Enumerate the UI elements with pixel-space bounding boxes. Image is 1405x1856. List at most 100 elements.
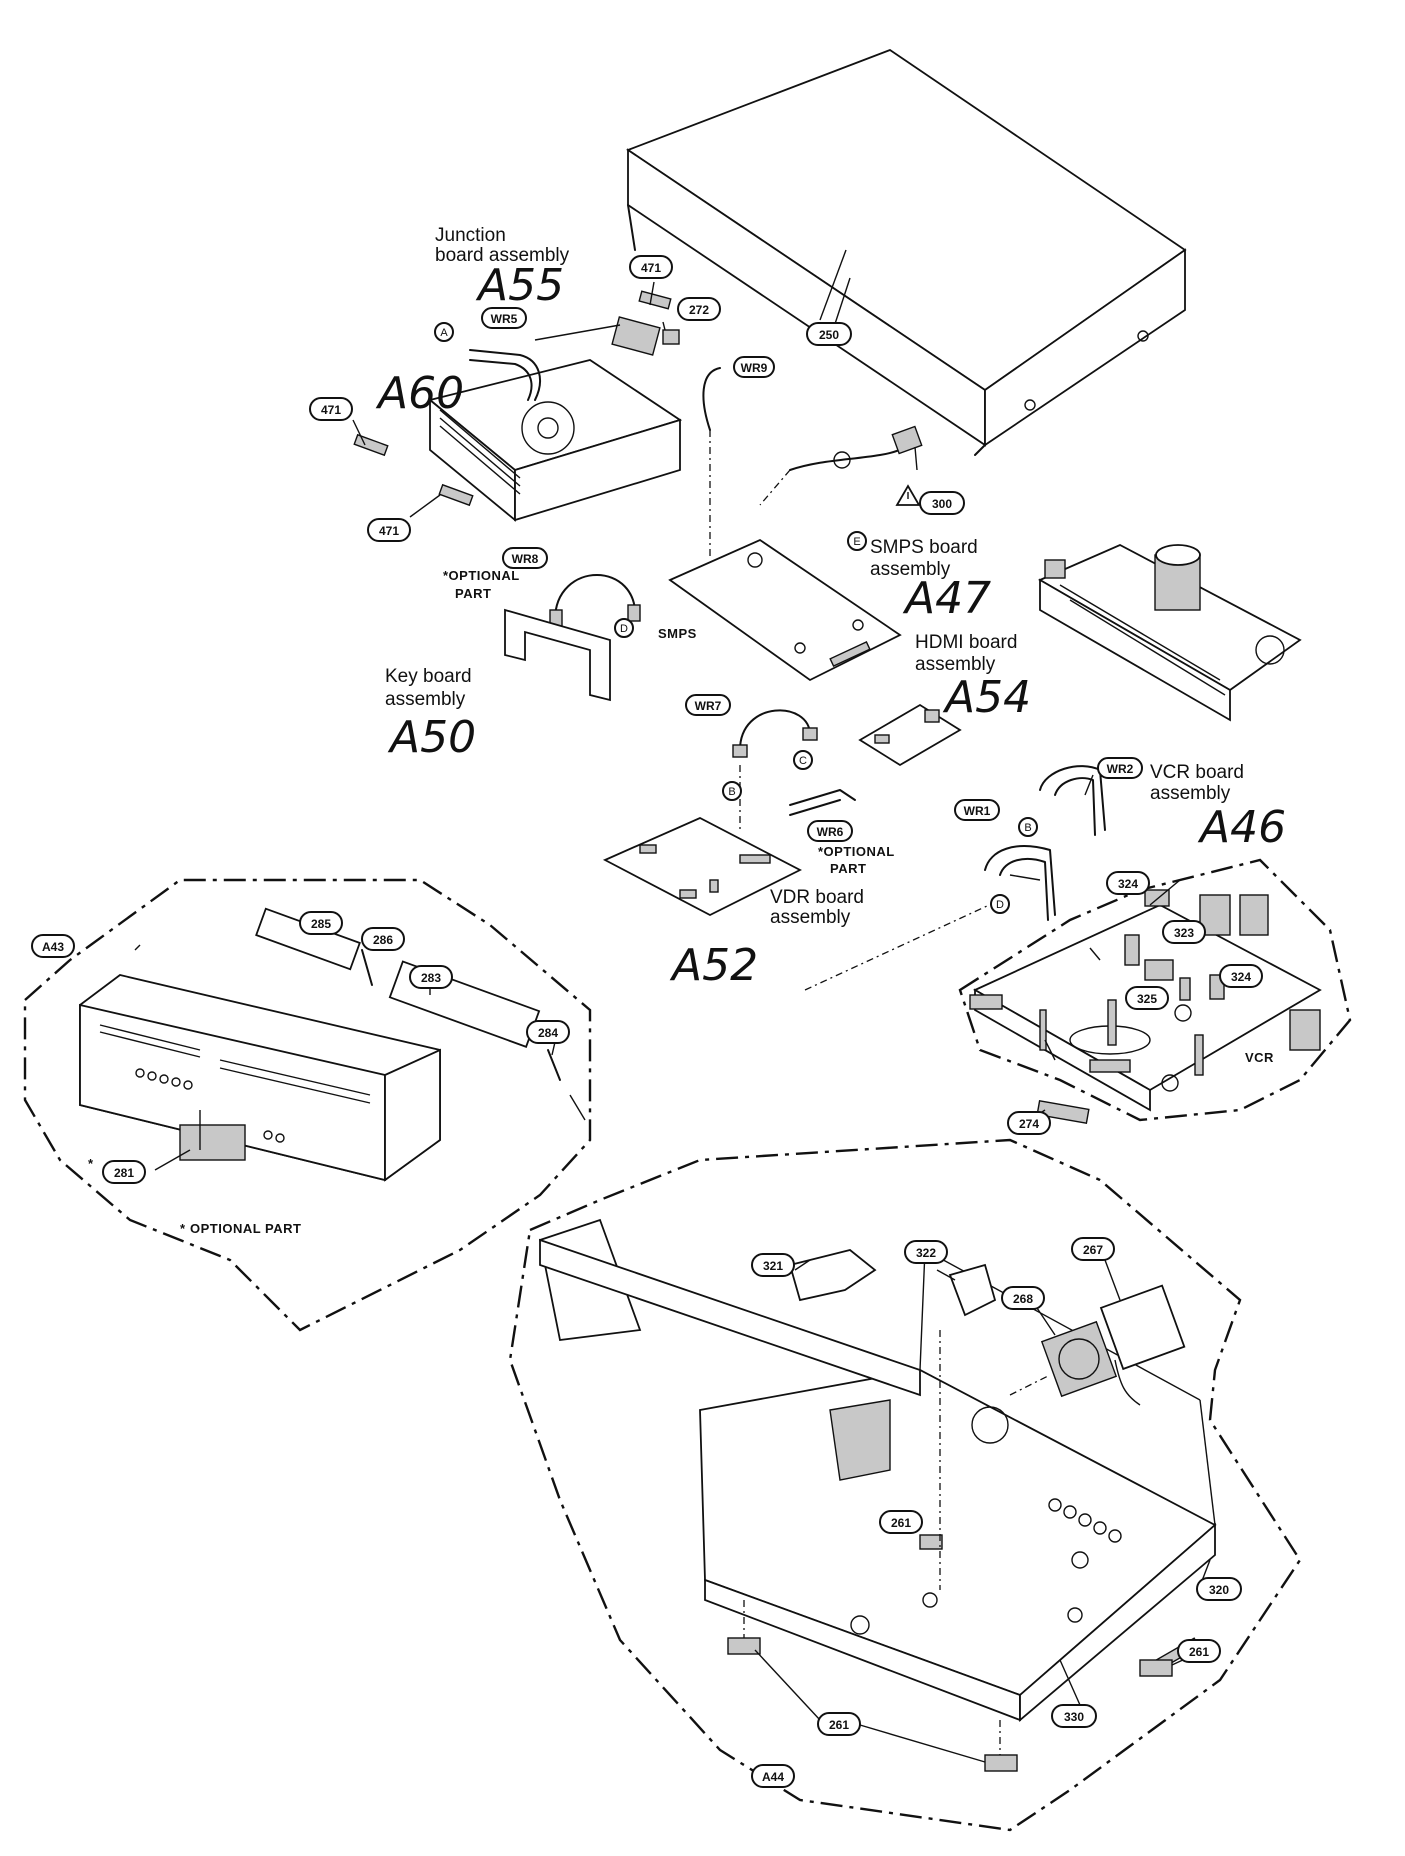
callout-300: 300 — [919, 491, 965, 515]
handwritten-a47: A47 — [902, 573, 991, 624]
optional-part-note-front: * OPTIONAL PART * — [88, 1156, 301, 1236]
svg-text:D: D — [996, 899, 1004, 911]
callout-wr5: WR5 — [481, 307, 527, 329]
svg-text:board assembly: board assembly — [435, 245, 570, 266]
front-panel-group-outline — [23, 878, 592, 1332]
part-321 — [788, 1249, 877, 1302]
svg-text:*OPTIONAL: *OPTIONAL — [818, 844, 895, 859]
cable-wr9 — [702, 367, 721, 431]
callout-320: 320 — [1196, 1577, 1242, 1601]
callout-324: 324 — [1219, 964, 1263, 988]
svg-text:assembly: assembly — [770, 907, 851, 928]
hdmi-board — [858, 703, 962, 767]
svg-text:WR9: WR9 — [741, 361, 768, 375]
svg-text:assembly: assembly — [870, 559, 951, 580]
callout-284: 284 — [526, 1020, 570, 1044]
fan-268 — [1040, 1320, 1118, 1398]
fan-cover-267 — [1099, 1284, 1186, 1371]
svg-text:285: 285 — [311, 917, 331, 931]
vcr-board-label: VCR board assembly — [1150, 762, 1244, 804]
svg-text:E: E — [853, 536, 860, 548]
svg-text:471: 471 — [641, 261, 661, 275]
svg-text:D: D — [620, 623, 628, 635]
chassis — [538, 1218, 1217, 1722]
svg-text:B: B — [728, 786, 735, 798]
svg-text:325: 325 — [1137, 992, 1157, 1006]
callout-325: 325 — [1125, 986, 1169, 1010]
svg-text:WR6: WR6 — [817, 825, 844, 839]
svg-text:274: 274 — [1019, 1117, 1039, 1131]
ribbon-cable-wr1 — [984, 845, 1056, 916]
svg-text:323: 323 — [1174, 926, 1194, 940]
callout-286: 286 — [361, 927, 405, 951]
svg-text:*: * — [180, 1221, 186, 1236]
callout-wr1: WR1 — [954, 799, 1000, 821]
svg-text:WR1: WR1 — [964, 804, 991, 818]
optional-part-note-wr6: *OPTIONAL PART — [818, 844, 895, 876]
svg-text:250: 250 — [819, 328, 839, 342]
dvd-drive-assembly — [353, 359, 683, 522]
callout-281: 281 — [102, 1160, 146, 1184]
handwritten-a46: A46 — [1197, 802, 1286, 853]
callout-274: 274 — [1007, 1111, 1051, 1135]
vcr-board-group-outline — [958, 858, 1352, 1122]
svg-text:A44: A44 — [762, 1770, 784, 1784]
svg-text:assembly: assembly — [385, 689, 466, 710]
ribbon-cable-wr6 — [789, 789, 856, 806]
callout-471: 471 — [367, 518, 411, 542]
vcr-deck-mechanism — [1038, 544, 1302, 722]
callout-330: 330 — [1051, 1704, 1097, 1728]
svg-text:330: 330 — [1064, 1710, 1084, 1724]
svg-text:320: 320 — [1209, 1583, 1229, 1597]
connector-marker-b: B — [1018, 817, 1038, 837]
vcr-silkscreen: VCR — [1245, 1050, 1274, 1065]
svg-text:WR5: WR5 — [491, 312, 518, 326]
svg-text:284: 284 — [538, 1026, 558, 1040]
junction-board — [611, 316, 661, 356]
connector-marker-c: C — [793, 750, 813, 770]
hdmi-board-label: HDMI board assembly — [915, 632, 1017, 675]
smps-silkscreen: SMPS — [658, 626, 697, 641]
svg-text:A: A — [440, 327, 448, 339]
svg-text:VCR board: VCR board — [1150, 762, 1244, 783]
chassis-group-outline — [508, 1138, 1302, 1832]
svg-text:272: 272 — [689, 303, 709, 317]
callout-261: 261 — [1177, 1639, 1221, 1663]
callout-a44: A44 — [751, 1764, 795, 1788]
svg-text:HDMI board: HDMI board — [915, 632, 1017, 653]
connector-markers: A E D C B B D — [434, 322, 1038, 914]
svg-text:471: 471 — [321, 403, 341, 417]
svg-text:261: 261 — [1189, 1645, 1209, 1659]
key-board — [504, 608, 611, 702]
svg-text:324: 324 — [1118, 877, 1138, 891]
callout-wr7: WR7 — [685, 694, 731, 716]
svg-text:OPTIONAL PART: OPTIONAL PART — [190, 1221, 301, 1236]
handwritten-a60: A60 — [375, 368, 464, 419]
svg-text:283: 283 — [421, 971, 441, 985]
svg-text:471: 471 — [379, 524, 399, 538]
vdr-board-label: VDR board assembly — [770, 887, 864, 928]
callout-a43: A43 — [31, 934, 75, 958]
warning-triangle-icon — [895, 484, 921, 506]
callout-471: 471 — [309, 397, 353, 421]
svg-text:PART: PART — [830, 861, 866, 876]
connector-marker-e: E — [847, 531, 867, 551]
callout-268: 268 — [1001, 1286, 1045, 1310]
callout-badges: 471 272 250 WR5 WR9 471 471 300 WR8 WR7 … — [31, 255, 1263, 1788]
callout-wr6: WR6 — [807, 820, 853, 842]
svg-text:261: 261 — [829, 1718, 849, 1732]
svg-text:Junction: Junction — [435, 225, 506, 246]
cable-wr8 — [554, 574, 637, 621]
svg-text:WR2: WR2 — [1107, 762, 1134, 776]
svg-text:WR8: WR8 — [512, 552, 539, 566]
svg-text:261: 261 — [891, 1516, 911, 1530]
handwritten-a54: A54 — [942, 672, 1031, 723]
svg-text:324: 324 — [1231, 970, 1251, 984]
handwritten-a52: A52 — [669, 940, 758, 991]
svg-text:VDR board: VDR board — [770, 887, 864, 908]
callout-283: 283 — [409, 965, 453, 989]
svg-text:*: * — [88, 1156, 94, 1171]
handwritten-a55: A55 — [475, 260, 564, 311]
callout-wr9: WR9 — [733, 356, 775, 378]
